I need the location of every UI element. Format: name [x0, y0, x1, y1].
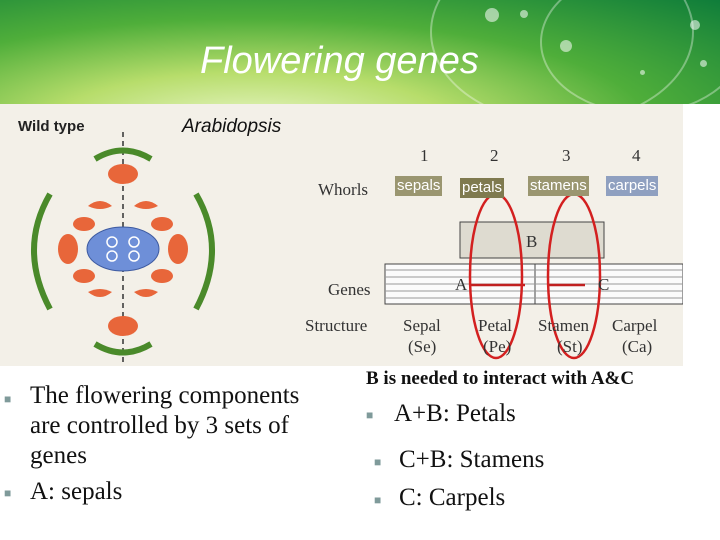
bullet-marker: ■ — [4, 392, 12, 406]
bullet-marker: ■ — [4, 486, 12, 500]
bullet-marker: ■ — [374, 455, 382, 469]
abc-model-figure: Wild type Arabidopsis 1 2 3 4 Whorls sep… — [0, 104, 683, 366]
whorl-petals: petals — [460, 178, 505, 198]
banner-dot — [640, 70, 645, 75]
banner-dot — [700, 60, 707, 67]
ovule — [128, 250, 140, 262]
structure-stamen: Stamen — [538, 316, 589, 335]
structure-label: Structure — [305, 316, 368, 335]
structure-sepal-abbr: (Se) — [408, 337, 437, 356]
banner-dot — [485, 8, 499, 22]
whorl-number-3: 3 — [562, 146, 571, 165]
stamen — [134, 289, 158, 297]
figure-drawing — [31, 132, 683, 362]
right-heading: B is needed to interact with A&C — [366, 368, 635, 389]
sepal-top — [93, 147, 153, 162]
banner-dot — [690, 20, 700, 30]
stamen — [88, 289, 112, 297]
stamen — [151, 217, 173, 231]
right-bullet-2: C+B: Stamens — [399, 446, 545, 473]
petal-top — [108, 164, 138, 184]
stamen — [134, 201, 158, 209]
whorls-label: Whorls — [318, 180, 369, 199]
left-bullet-1-line-2: are controlled by 3 sets of — [30, 412, 289, 439]
banner-dot — [520, 10, 528, 18]
whorl-stamens: stamens — [528, 176, 589, 196]
stamen — [73, 217, 95, 231]
gene-b-box — [459, 221, 605, 259]
banner-dot — [560, 40, 572, 52]
left-bullet-2: A: sepals — [30, 478, 123, 505]
sepal-left — [31, 192, 53, 311]
title-banner — [0, 0, 720, 104]
ovule — [106, 236, 118, 248]
whorl-carpels: carpels — [606, 176, 659, 196]
ovule — [128, 236, 140, 248]
gene-b-label: B — [526, 232, 538, 251]
banner-swirl — [540, 0, 720, 104]
petal-left — [58, 234, 78, 264]
structure-petal: Petal — [478, 316, 512, 335]
stamen — [151, 269, 173, 283]
genes-label: Genes — [328, 280, 371, 299]
carpel — [86, 226, 160, 272]
gene-c-label: C — [598, 275, 610, 294]
whorl-sepals: sepals — [395, 176, 443, 196]
sepal-bottom — [93, 341, 153, 356]
sepal-right — [193, 192, 215, 311]
whorl-number-4: 4 — [632, 146, 641, 165]
right-bullet-3: C: Carpels — [399, 484, 506, 511]
structure-petal-abbr: (Pe) — [483, 337, 512, 356]
stamen — [73, 269, 95, 283]
structure-stamen-abbr: (St) — [557, 337, 583, 356]
ovule — [106, 250, 118, 262]
bullet-marker: ■ — [366, 408, 374, 422]
structure-sepal: Sepal — [403, 316, 441, 335]
wild-type-label: Wild type — [18, 118, 85, 135]
right-bullet-1: A+B: Petals — [394, 400, 516, 427]
structure-carpel-abbr: (Ca) — [622, 337, 653, 356]
gene-a-label: A — [455, 275, 468, 294]
structure-carpel: Carpel — [612, 316, 658, 335]
bullet-marker: ■ — [374, 493, 382, 507]
left-bullet-1-line-3: genes — [30, 442, 87, 469]
species-label: Arabidopsis — [182, 116, 282, 137]
stamen — [88, 201, 112, 209]
left-bullet-1-line-1: The flowering components — [30, 382, 300, 409]
slide-title: Flowering genes — [200, 40, 479, 82]
petal-bottom — [108, 316, 138, 336]
whorl-number-1: 1 — [420, 146, 429, 165]
petal-right — [168, 234, 188, 264]
whorl-number-2: 2 — [490, 146, 499, 165]
